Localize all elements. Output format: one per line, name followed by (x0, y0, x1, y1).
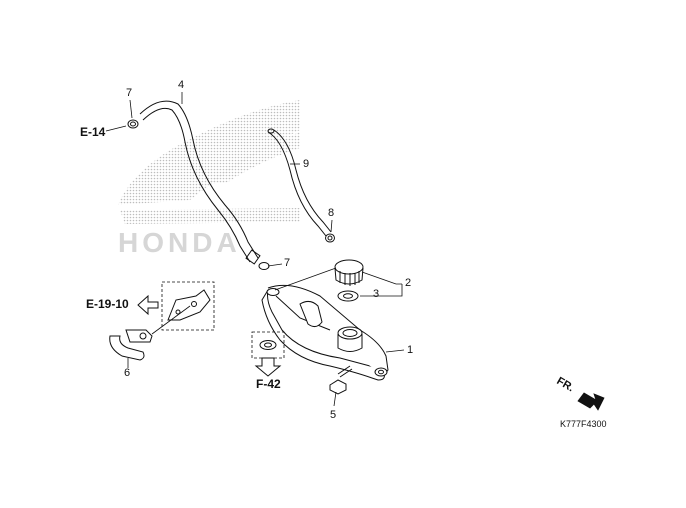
clip-7-upper (127, 119, 139, 129)
ref-f42: F-42 (256, 377, 281, 391)
callout-3: 3 (373, 288, 380, 300)
clip-7-lower (258, 262, 270, 270)
callout-1: 1 (407, 344, 414, 356)
honda-wing-watermark: HONDA (118, 100, 300, 258)
front-direction-arrow-icon (577, 392, 605, 411)
callout-7-upper: 7 (126, 87, 133, 99)
hose-9 (267, 128, 332, 237)
ref-e1910: E-19-10 (86, 297, 129, 311)
callout-7-lower: 7 (284, 257, 291, 269)
clip-8 (325, 233, 335, 243)
hose-4 (139, 100, 261, 265)
callout-9: 9 (303, 158, 310, 170)
e1910-ref-arrow-icon (137, 294, 159, 316)
callout-4: 4 (178, 79, 185, 91)
stay-detail-box (161, 281, 215, 331)
callout-2: 2 (405, 277, 412, 289)
ref-e14: E-14 (80, 125, 106, 139)
callout-8: 8 (328, 207, 335, 219)
f42-ref-arrow-icon (254, 357, 282, 377)
drawing-code: K777F4300 (560, 419, 607, 429)
cap-2 (334, 259, 364, 286)
washer-3 (337, 290, 359, 302)
leader-lines (105, 92, 405, 407)
callout-6: 6 (124, 367, 131, 379)
honda-watermark-text: HONDA (118, 227, 241, 258)
callout-5: 5 (330, 409, 337, 421)
clamp-6 (109, 329, 153, 361)
bolt-5 (329, 365, 353, 395)
grommet-detail-box (251, 331, 285, 359)
